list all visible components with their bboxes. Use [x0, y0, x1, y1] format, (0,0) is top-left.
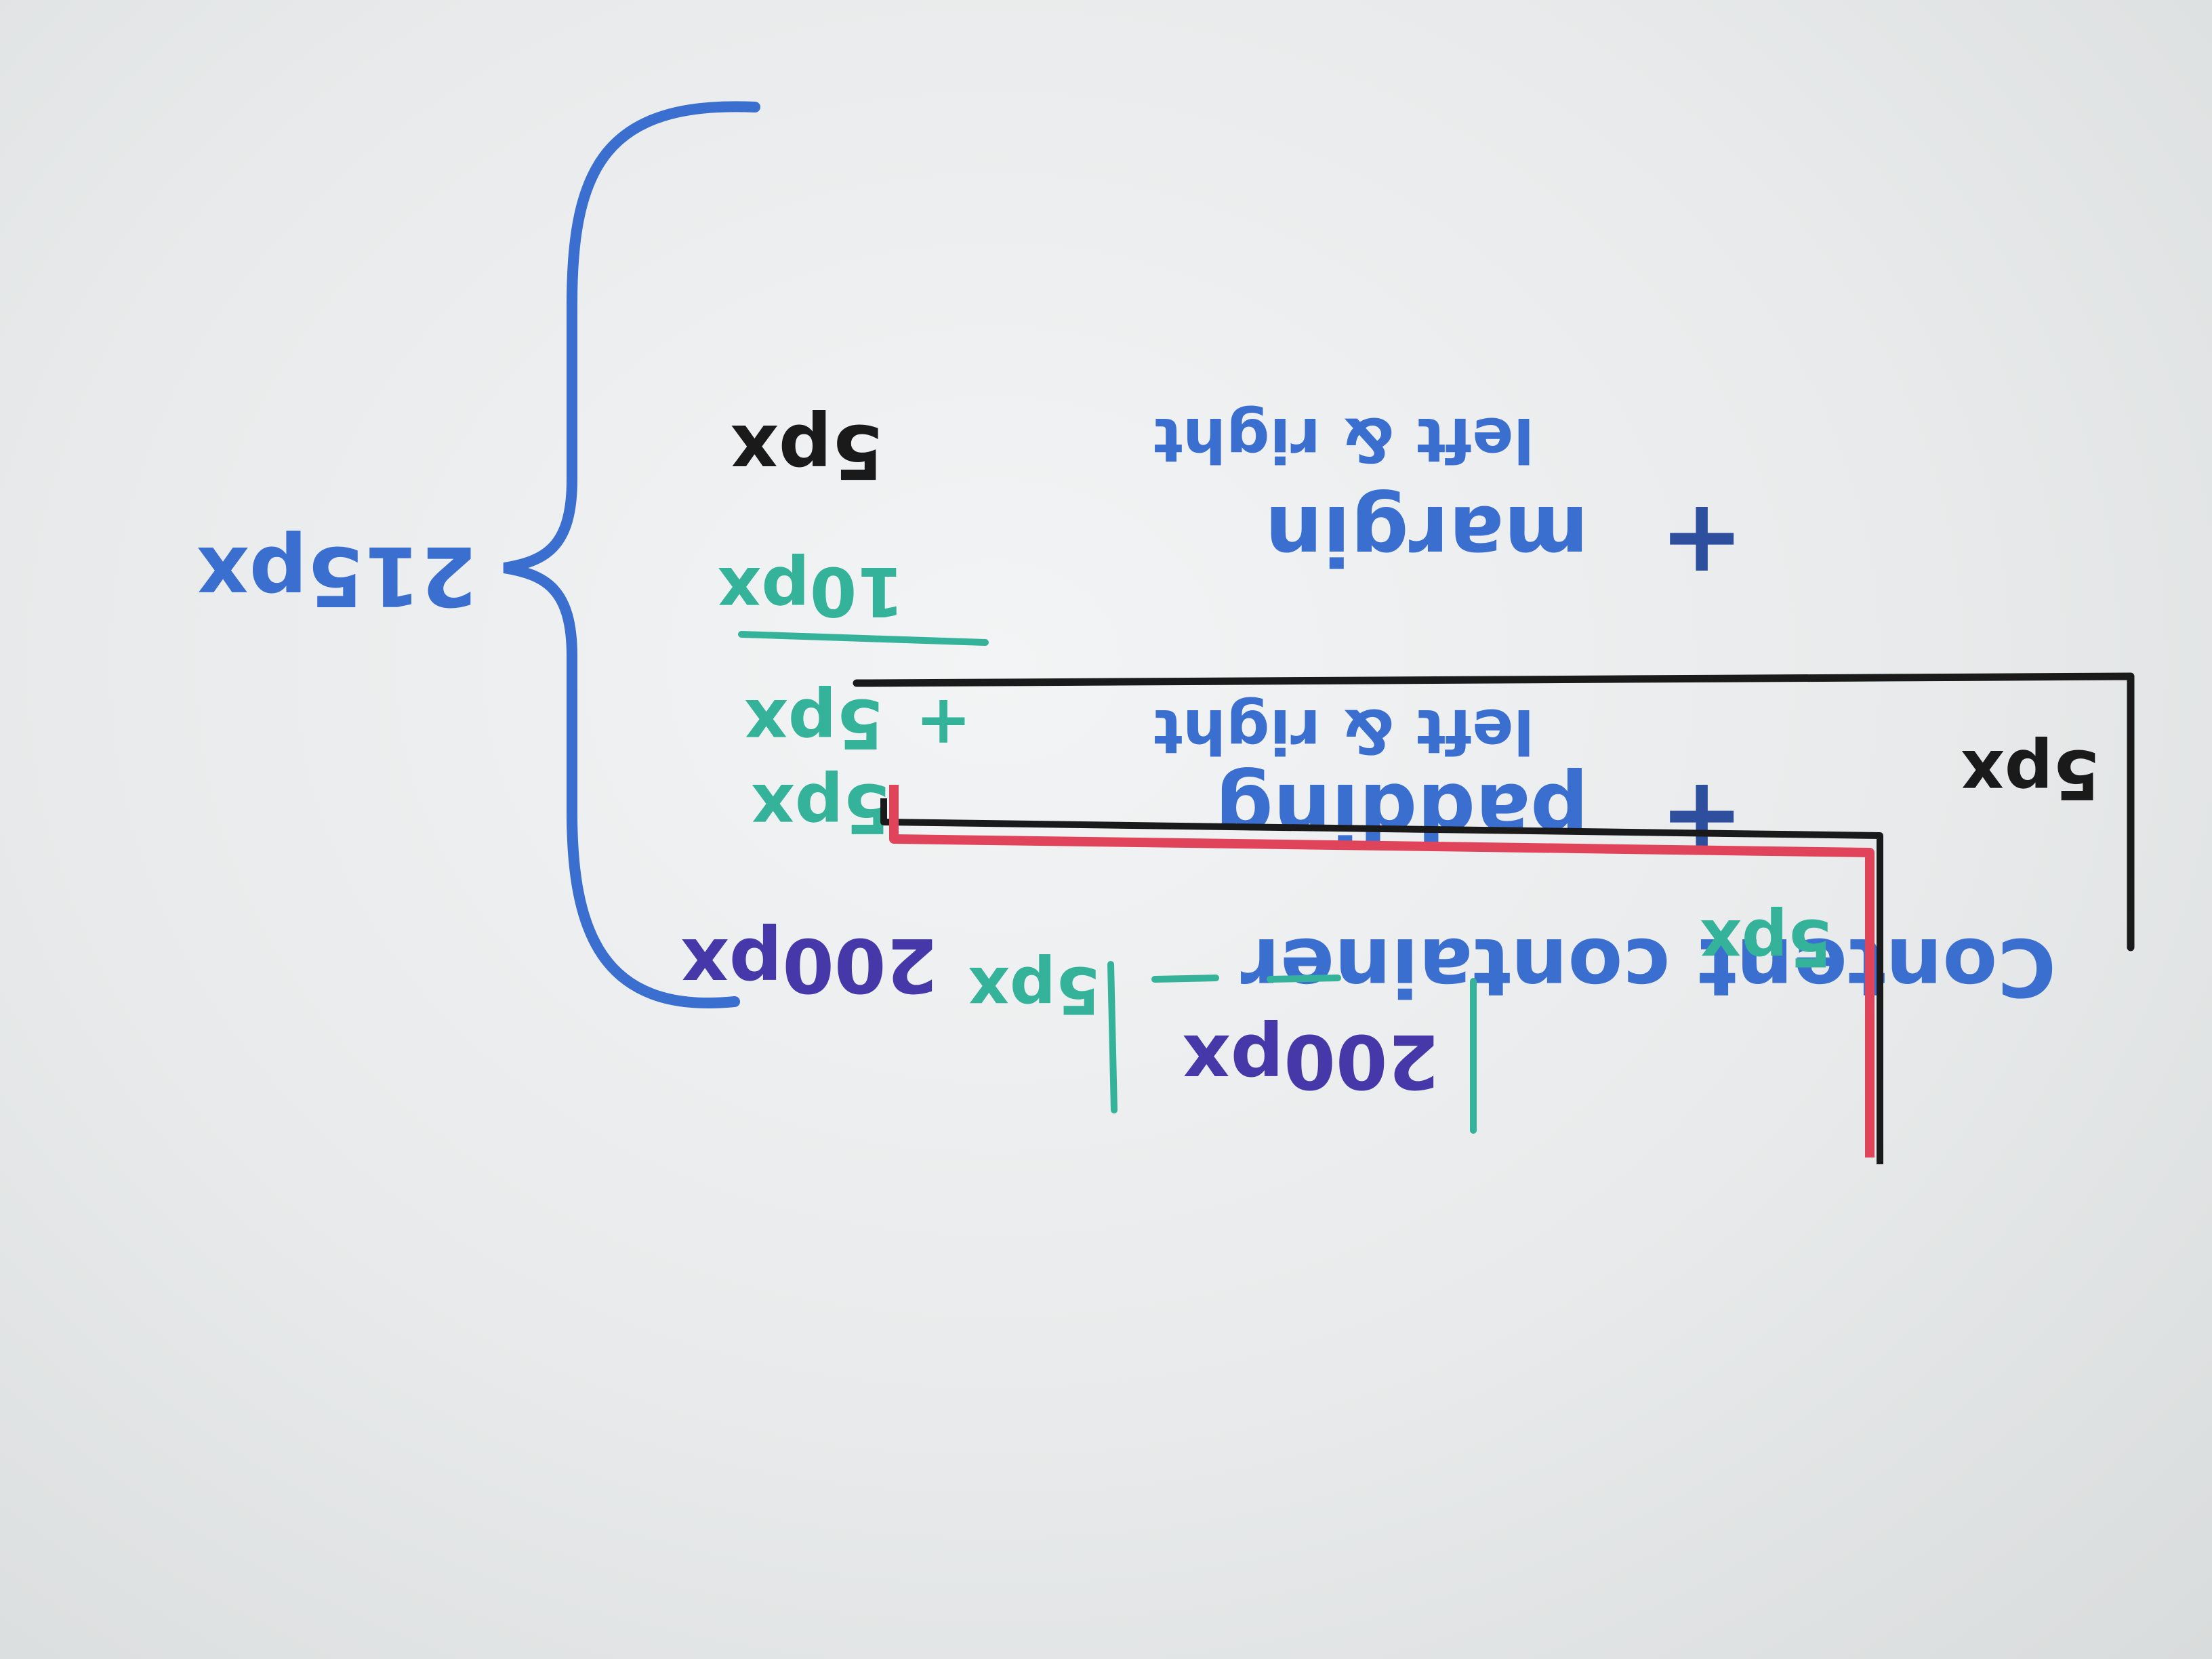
padding-sum-value: 10px — [718, 552, 904, 631]
padding-box — [889, 785, 1875, 1158]
content-box-label: 200px — [1183, 1018, 1439, 1105]
content-container-label: Content container — [1241, 920, 2056, 1014]
sum-underline — [738, 631, 989, 646]
padding-top-dash — [1151, 975, 1219, 983]
content-top-dash — [1267, 975, 1341, 983]
padding-plus: + — [1659, 760, 1744, 878]
padding-left-label: 5px — [1700, 905, 1832, 979]
content-width-value: 200px — [681, 922, 938, 1008]
padding-sub-label: left & right — [1153, 695, 1534, 766]
margin-box-label: 5px — [1961, 735, 2100, 814]
padding-left-value: 5px — [751, 769, 890, 848]
padding-plus-small: + — [915, 684, 972, 763]
curly-brace — [503, 101, 760, 1008]
border-box — [880, 798, 1883, 1164]
padding-right-tick — [1107, 961, 1118, 1113]
padding-right-label: 5px — [968, 952, 1101, 1027]
margin-sub-label: left & right — [1153, 404, 1534, 475]
rotated-drawing: Content container 200px + padding left &… — [197, 101, 2135, 1164]
margin-plus: + — [1659, 483, 1744, 600]
margin-box — [853, 672, 2135, 951]
margin-value: 5px — [731, 408, 884, 495]
padding-right-value: 5px — [744, 684, 884, 763]
margin-label: margin — [1265, 487, 1589, 581]
total-width-value: 215px — [197, 528, 477, 622]
